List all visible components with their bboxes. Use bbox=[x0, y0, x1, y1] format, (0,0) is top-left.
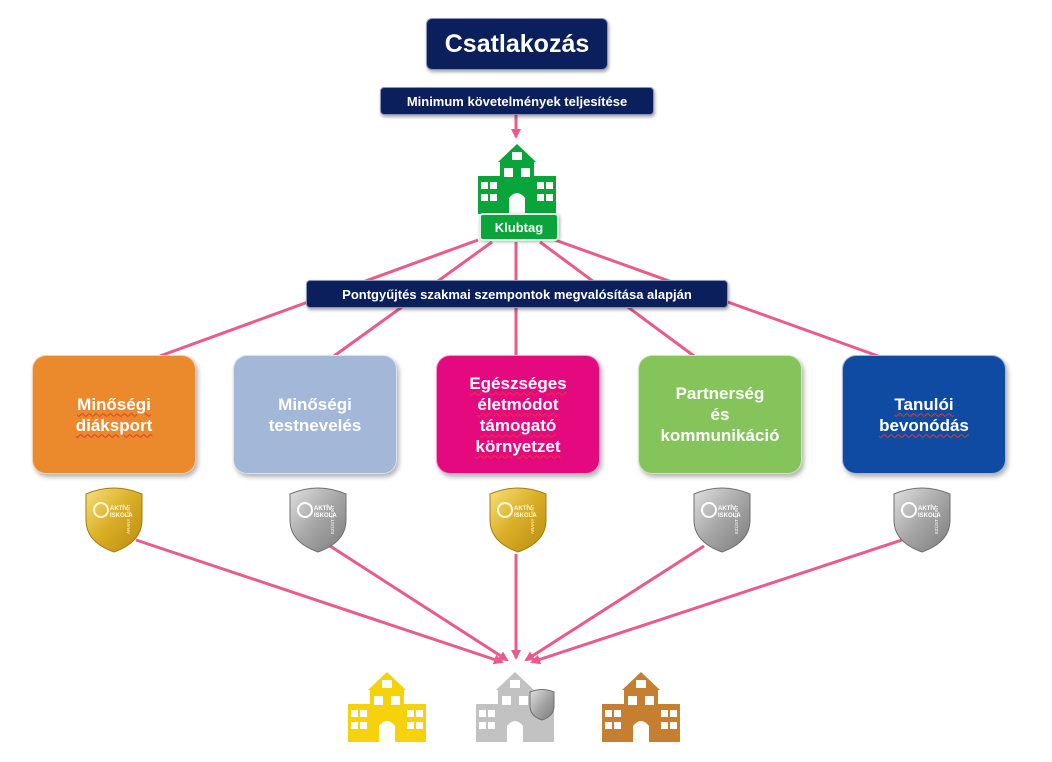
pillar-label: Partnerség és kommunikáció bbox=[660, 384, 780, 445]
title-box: Csatlakozás bbox=[426, 18, 608, 70]
pillar-tanuloi-bevonodas: Tanulói bevonódás bbox=[842, 355, 1006, 474]
badge-side-text: ARANY SZINT bbox=[126, 504, 131, 534]
pillar-label: Egészséges életmódot támogató környetzet bbox=[469, 373, 567, 456]
silver-badge-icon: AKTÍV ISKOLA EZÜST SZINT bbox=[893, 487, 951, 553]
silver-badge-icon: AKTÍV ISKOLA EZÜST SZINT bbox=[289, 487, 347, 553]
gold-badge-icon: AKTÍV ISKOLA ARANY SZINT bbox=[85, 487, 143, 553]
badge-side-text: EZÜST SZINT bbox=[933, 505, 939, 534]
club-school-icon bbox=[478, 144, 556, 214]
requirement-text: Minimum követelmények teljesítése bbox=[406, 93, 628, 109]
pillar-minosegi-testneveles: Minőségi testnevelés bbox=[233, 355, 397, 474]
mini-silver-badge-icon bbox=[529, 689, 555, 721]
silver-school-icon bbox=[476, 672, 555, 742]
pillar-label: Minőségi diáksport bbox=[75, 394, 153, 435]
pillar-partnerseg: Partnerség és kommunikáció bbox=[638, 355, 802, 474]
badge-line1: AKTÍV bbox=[718, 504, 736, 512]
arrow-badge-4-to-result bbox=[524, 544, 705, 662]
badge-line2: ISKOLA bbox=[718, 513, 741, 519]
badge-side-text: EZÜST SZINT bbox=[733, 505, 739, 534]
pillar-minosegi-diaksport: Minőségi diáksport bbox=[32, 355, 196, 474]
badge-line2: ISKOLA bbox=[918, 513, 941, 519]
badge-line1: AKTÍV bbox=[918, 504, 936, 512]
gold-badge-icon: AKTÍV ISKOLA ARANY SZINT bbox=[489, 487, 547, 553]
pillar-label: Minőségi testnevelés bbox=[268, 394, 362, 435]
badge-line2: ISKOLA bbox=[514, 513, 537, 519]
points-text: Pontgyűjtés szakmai szempontok megvalósí… bbox=[342, 286, 692, 302]
pillar-egeszseges-eletmod: Egészséges életmódot támogató környetzet bbox=[436, 355, 600, 474]
requirement-label: Minimum követelmények teljesítése bbox=[380, 87, 654, 115]
club-member-text: Klubtag bbox=[494, 219, 544, 235]
bronze-school-icon bbox=[602, 672, 680, 742]
arrow-badge-5-to-result bbox=[530, 538, 903, 665]
badge-line1: AKTÍV bbox=[110, 504, 128, 512]
badge-line2: ISKOLA bbox=[314, 513, 337, 519]
badge-line1: AKTÍV bbox=[514, 504, 532, 512]
badge-line1: AKTÍV bbox=[314, 504, 332, 512]
silver-badge-icon: AKTÍV ISKOLA EZÜST SZINT bbox=[693, 487, 751, 553]
pillar-label: Tanulói bevonódás bbox=[879, 394, 969, 435]
title-text: Csatlakozás bbox=[444, 29, 590, 58]
badge-line2: ISKOLA bbox=[110, 513, 133, 519]
gold-school-icon bbox=[348, 672, 426, 742]
badge-side-text: ARANY SZINT bbox=[530, 504, 535, 534]
arrow-badge-2-to-result bbox=[329, 544, 509, 662]
badge-side-text: EZÜST SZINT bbox=[329, 505, 335, 534]
club-member-label: Klubtag bbox=[479, 213, 559, 241]
points-label: Pontgyűjtés szakmai szempontok megvalósí… bbox=[306, 280, 728, 308]
arrow-badge-1-to-result bbox=[135, 538, 504, 665]
